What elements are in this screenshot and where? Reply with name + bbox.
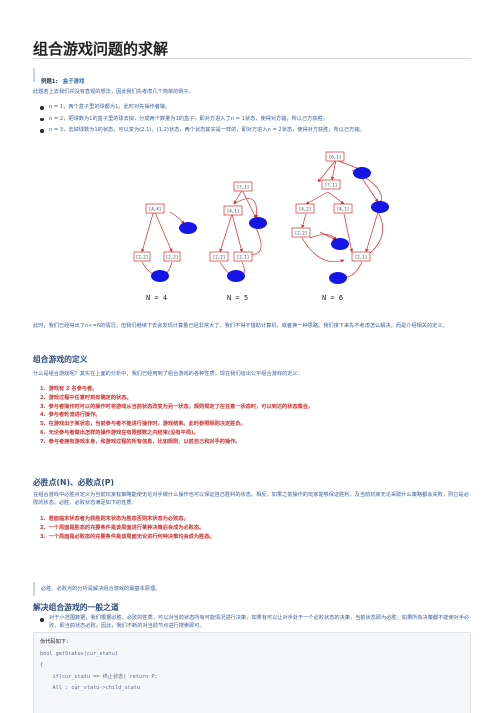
tree-node	[209, 251, 229, 262]
tree-node	[291, 227, 311, 238]
list-item: 1.若面临末状态者为获胜则末状态为胜态否则末状态为必败态。	[40, 516, 189, 522]
tree-n6: [6,1] [?,1] [4,2] [4,1] [2,2] [2,1]	[291, 151, 389, 284]
list-item: 5.在游戏出于某状态，当前参与者不能进行操作时，游戏结束。此时参照规则决定胜负。	[40, 421, 246, 428]
tree-node-label: [4,1]	[227, 209, 240, 214]
note-box: 必胜、必败点的分析是解决组合游戏的最基本原理。	[33, 582, 471, 596]
tree-node-terminal	[151, 270, 169, 282]
figure-caption-n6: N = 6	[322, 294, 343, 302]
tree-node-label: [2,1]	[237, 255, 250, 260]
section-heading-np: 必胜点(N)、必败点(P)	[33, 478, 115, 487]
tree-node-terminal	[179, 222, 197, 234]
tree-node	[333, 203, 353, 214]
tree-node-label: [4,1]	[337, 207, 350, 212]
tree-node-terminal	[249, 217, 267, 229]
example-box: 例题1: 盒子游戏	[33, 68, 471, 85]
definition-lead: 什么是组合游戏呢？其实在上面的分析中，我们已经用到了组合游戏的各种性质，现在我们…	[33, 371, 303, 377]
tree-node	[223, 205, 243, 216]
tree-node-terminal	[353, 167, 371, 179]
section-heading-definition: 组合游戏的定义	[33, 355, 88, 364]
definition-list: 1.游戏有 2 名参与者。 2.游戏过程中任意时刻有确定的状态。 3.参与者操作…	[40, 385, 476, 447]
tree-node	[321, 179, 341, 190]
np-lead: 在组合游戏中必胜点定义为当前玩家有策略能使无论对手做什么操作也可以保证自己胜利的…	[33, 492, 469, 506]
code-line: {	[40, 662, 44, 668]
tree-node-terminal	[331, 238, 349, 250]
code-line: bool getStatus(cur_statu)	[40, 650, 119, 657]
figure-caption-n5: N = 5	[227, 294, 248, 302]
tree-node	[325, 151, 345, 162]
case-list: n = 1，两个盒子里的球都为1，此时对先操作者输。 n = 2，把球数为1的盒…	[40, 102, 476, 137]
tree-node-terminal	[227, 270, 245, 282]
game-tree-figure: [4,4] [2,2] [2,2] [?,1] [4,1] [2,2] [2,1…	[133, 151, 389, 302]
tree-node-terminal	[329, 272, 347, 284]
tree-node-label: [2,2]	[166, 255, 179, 260]
tree-node-terminal	[371, 201, 389, 213]
tree-node-label: [2,1]	[355, 255, 368, 260]
tree-n4: [4,4] [2,2] [2,2]	[133, 203, 197, 282]
tree-node	[133, 251, 151, 262]
list-item: n = 1，两个盒子里的球都为1，此时对先操作者输。	[40, 102, 476, 114]
example-name: 盒子游戏	[62, 79, 85, 85]
general-list: 对于小范围数据，我们根据必胜、必败的性质，可以对当前状态所有可能情况进行决策，如…	[40, 614, 476, 630]
np-list: 1.若面临末状态者为获胜则末状态为胜态否则末状态为必败态。 2.一个局面是胜态的…	[40, 515, 476, 541]
list-item: 2.一个局面是胜态的充要条件是该局面进行某种决策后会成为必败态。	[40, 524, 205, 531]
after-figure-paragraph: 此时，我们已经得出了n<=6的情况，但我们继续下去会发现计算量已经非常大了，我们…	[33, 323, 448, 329]
list-item: 1.游戏有 2 名参与者。	[40, 386, 98, 392]
tree-node	[295, 203, 315, 214]
tree-node-label: [4,4]	[149, 207, 162, 212]
page-title: 组合游戏问题的求解	[33, 40, 169, 58]
list-item: 3.参与者操作时可以的操作时将游戏从当前状态改变为另一状态，规则规定了在任意一状…	[40, 403, 314, 410]
list-item: 6.无论参与者做出怎样的操作游戏在有限部数之内结束(没有平局)。	[40, 429, 199, 436]
tree-node	[233, 181, 253, 192]
list-item: 对于小范围数据，我们根据必胜、必败的性质，可以对当前状态所有可能情况进行决策，如…	[40, 614, 476, 630]
tree-n5: [?,1] [4,1] [2,2] [2,1]	[209, 181, 267, 282]
code-line: if(cur_statu == 终止状态) return P;	[40, 673, 158, 680]
tree-node-label: [2,2]	[213, 255, 226, 260]
title-divider	[33, 58, 471, 59]
list-item: 3.一个局面是必败态的充要条件是该局面无论进行何种决策均会成为胜态。	[40, 533, 215, 540]
list-item: 7.参与者拥有游戏本身，和游戏过程的所有信息，比如规则、以前自己和对手的操作。	[40, 438, 241, 445]
code-line: All : cur_statu->child_statu	[40, 685, 140, 691]
code-header: 伪代码如下：	[40, 639, 72, 645]
list-item: 2.游戏过程中任意时刻有确定的状态。	[40, 394, 132, 401]
tree-node-label: [?,1]	[237, 185, 250, 190]
tree-node-label: [6,1]	[329, 155, 342, 160]
tree-node-label: [?,1]	[325, 183, 338, 188]
tree-node	[163, 251, 181, 262]
tree-edges	[141, 159, 383, 280]
code-block: 伪代码如下： bool getStatus(cur_statu) { if(cur_…	[33, 632, 471, 713]
figure-caption-n4: N = 4	[146, 294, 167, 302]
tree-node	[145, 203, 165, 214]
tree-node	[233, 251, 253, 262]
list-item: n = 3，去掉球数为1的状态，可以变为(2,1)，(1,2)状态，两个状态其实…	[40, 125, 476, 137]
tree-node	[351, 251, 371, 262]
tree-node-label: [4,2]	[299, 207, 312, 212]
tree-node-label: [2,2]	[136, 255, 149, 260]
section-heading-general: 解决组合游戏的一般之道	[33, 603, 119, 612]
example-label: 例题1:	[41, 79, 58, 85]
list-item: n = 2，把球数为1的盒子里的球去掉，分成两个数量为1的盒子，即对方进入了n …	[40, 114, 476, 126]
intro-paragraph: 此题若上去我们并没有直观的想法，因此我们先考虑几个简单的例子。	[33, 89, 194, 95]
tree-node-label: [2,2]	[295, 231, 308, 236]
list-item: 4.参与者轮流进行操作。	[40, 412, 101, 419]
